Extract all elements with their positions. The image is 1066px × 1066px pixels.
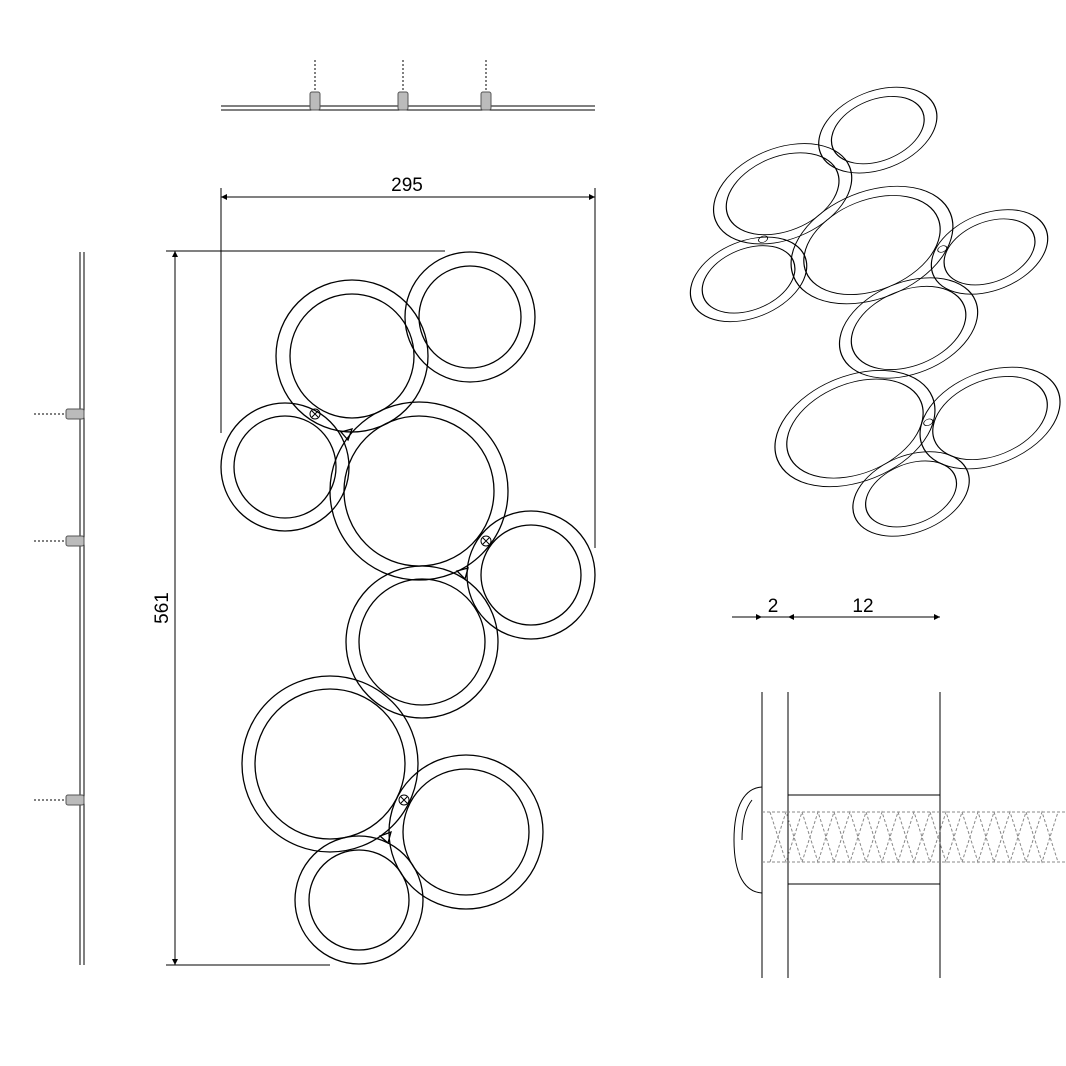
panel-triangle-1	[339, 428, 354, 442]
thickness-label: 2	[768, 596, 779, 617]
panel-holes	[233, 265, 582, 951]
screw-thread	[762, 810, 1066, 864]
spacer-label: 12	[852, 596, 873, 617]
isometric-view	[689, 86, 1061, 537]
panel-screw-3	[398, 794, 410, 806]
spacer-dimension: 2 12	[732, 596, 940, 620]
panel-triangle-3	[378, 830, 392, 845]
height-dimension: 561	[152, 250, 445, 966]
screw-head	[733, 786, 763, 894]
panel-triangle-2	[455, 567, 469, 581]
width-label: 295	[391, 175, 423, 196]
top-view	[221, 60, 595, 111]
panel-screw-1	[309, 408, 321, 420]
spacer-detail	[733, 692, 1066, 978]
side-screw-3	[34, 794, 85, 806]
side-view	[34, 252, 85, 965]
side-screw-2	[34, 535, 85, 547]
width-dimension: 295	[220, 175, 596, 548]
top-screw-2	[397, 60, 409, 111]
front-view-panel	[220, 251, 596, 965]
panel-screw-2	[480, 535, 492, 547]
top-screw-3	[480, 60, 492, 111]
top-screw-1	[309, 60, 321, 111]
side-screw-1	[34, 408, 85, 420]
height-label: 561	[152, 592, 173, 624]
